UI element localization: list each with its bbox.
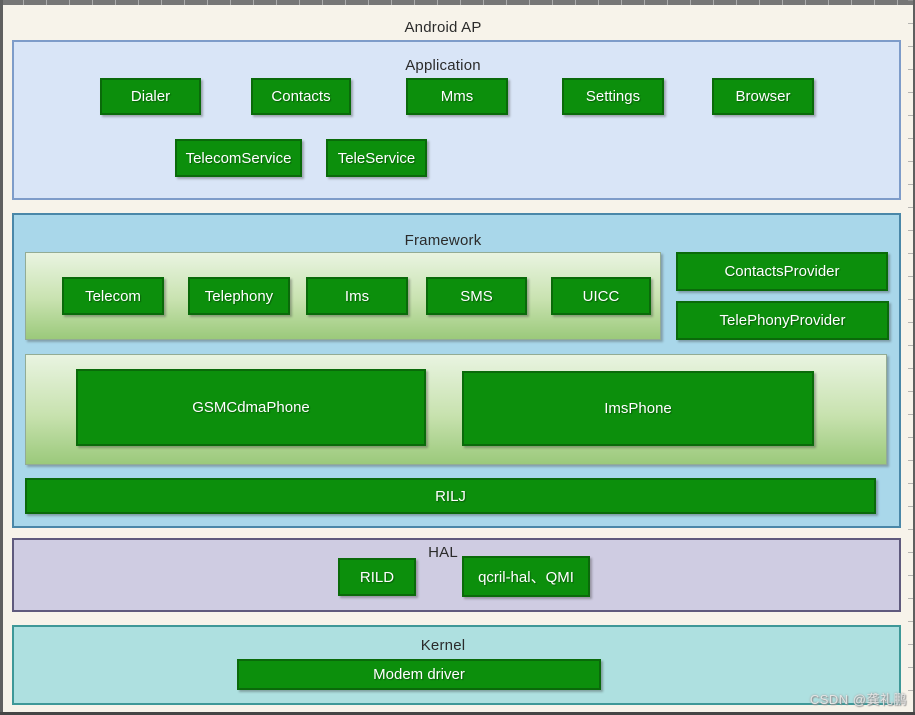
box-telephony: Telephony bbox=[188, 277, 290, 315]
box-dialer: Dialer bbox=[100, 78, 201, 115]
box-rild: RILD bbox=[338, 558, 416, 596]
hal-layer bbox=[12, 538, 901, 612]
framework-label: Framework bbox=[404, 232, 482, 249]
box-telephonyprovider: TelePhonyProvider bbox=[676, 301, 889, 340]
box-telecom: Telecom bbox=[62, 277, 164, 315]
box-contactsprovider: ContactsProvider bbox=[676, 252, 888, 291]
csdn-watermark: CSDN @龚礼鹏 bbox=[809, 692, 907, 707]
box-imsphone: ImsPhone bbox=[462, 371, 814, 446]
box-contacts: Contacts bbox=[251, 78, 351, 115]
box-sms: SMS bbox=[426, 277, 527, 315]
right-frame-edge bbox=[913, 0, 915, 715]
page-title: Android AP bbox=[404, 19, 482, 36]
left-frame-edge bbox=[0, 0, 3, 715]
box-telecomservice: TelecomService bbox=[175, 139, 302, 177]
hal-label: HAL bbox=[428, 544, 458, 561]
kernel-label: Kernel bbox=[420, 637, 466, 654]
box-uicc: UICC bbox=[551, 277, 651, 315]
box-teleservice: TeleService bbox=[326, 139, 427, 177]
box-browser: Browser bbox=[712, 78, 814, 115]
application-layer bbox=[12, 40, 901, 200]
box-mms: Mms bbox=[406, 78, 508, 115]
application-label: Application bbox=[405, 57, 481, 74]
top-ruler bbox=[0, 0, 915, 5]
box-ims: Ims bbox=[306, 277, 408, 315]
box-rilj: RILJ bbox=[25, 478, 876, 514]
box-settings: Settings bbox=[562, 78, 664, 115]
box-gsmcdmaphone: GSMCdmaPhone bbox=[76, 369, 426, 446]
right-ruler-ticks bbox=[908, 0, 913, 715]
box-qcril-hal-qmi: qcril-hal、QMI bbox=[462, 556, 590, 597]
bottom-frame-edge bbox=[0, 712, 915, 715]
box-modem-driver: Modem driver bbox=[237, 659, 601, 690]
